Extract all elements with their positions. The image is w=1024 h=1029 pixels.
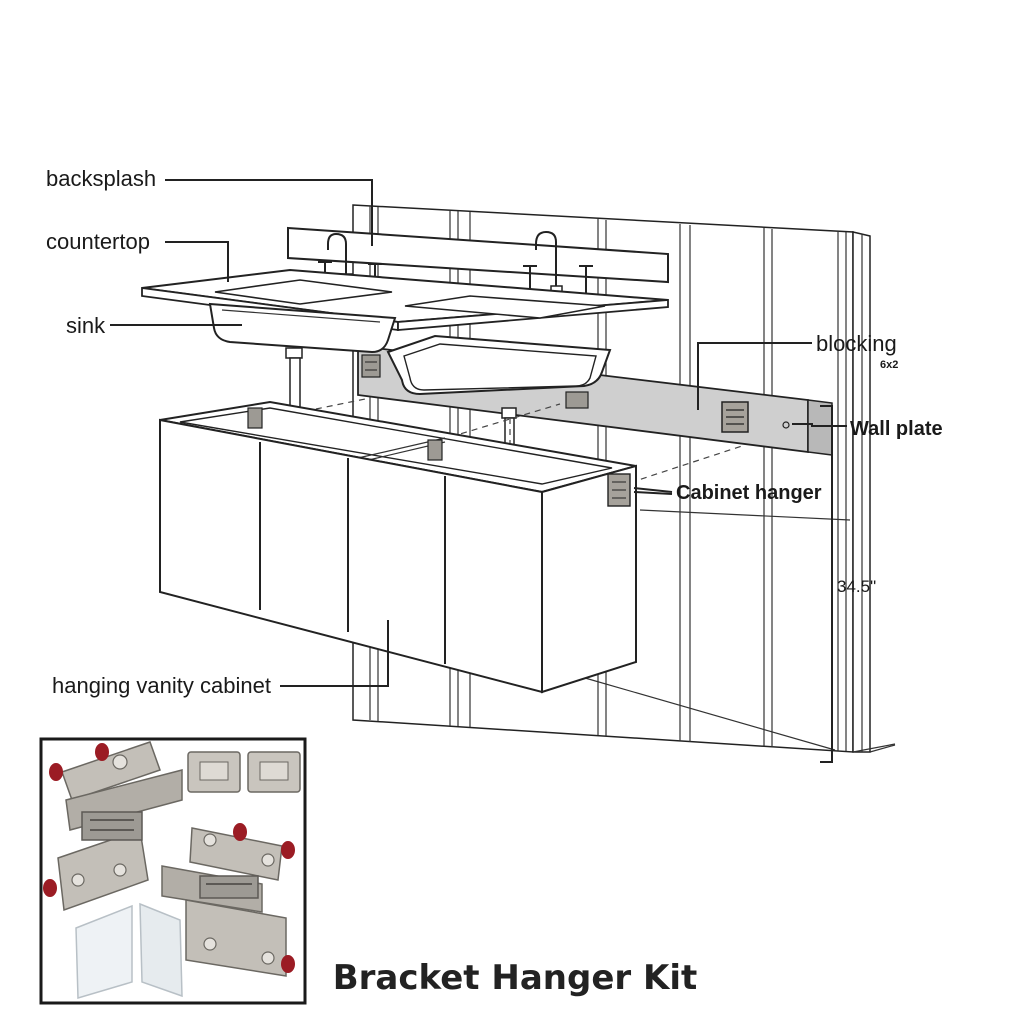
label-wall-plate: Wall plate bbox=[850, 418, 943, 440]
bracket-hanger-kit-inset bbox=[39, 737, 307, 1005]
label-blocking: blocking bbox=[816, 331, 897, 356]
sink-left bbox=[208, 302, 397, 427]
wall-plate-left bbox=[361, 354, 381, 378]
label-backsplash: backsplash bbox=[46, 166, 156, 191]
wall-plate-middle bbox=[565, 391, 589, 409]
vanity-cabinet bbox=[159, 400, 637, 694]
hanger-bracket-left bbox=[43, 741, 183, 912]
label-blocking-size: 6x2 bbox=[880, 359, 898, 371]
label-countertop: countertop bbox=[46, 229, 150, 254]
label-cabinet-hanger: Cabinet hanger bbox=[676, 482, 822, 504]
backsplash-panel bbox=[287, 226, 669, 284]
clear-cover-left bbox=[75, 904, 133, 999]
label-hanging-vanity-cabinet: hanging vanity cabinet bbox=[52, 673, 271, 698]
leader-lines bbox=[110, 179, 847, 763]
countertop-slab bbox=[141, 268, 669, 332]
hanger-bracket-right bbox=[161, 823, 295, 977]
kit-title: Bracket Hanger Kit bbox=[332, 958, 698, 998]
mounting-plate-2 bbox=[247, 751, 301, 793]
label-height-dimension: 34.5" bbox=[837, 577, 876, 596]
mounting-plate-1 bbox=[187, 751, 241, 793]
label-sink: sink bbox=[66, 313, 106, 338]
wall-plate-right bbox=[721, 401, 749, 433]
cabinet-hanger-left bbox=[247, 407, 263, 429]
clear-cover-right bbox=[139, 902, 183, 998]
cabinet-hanger-middle bbox=[427, 439, 443, 461]
